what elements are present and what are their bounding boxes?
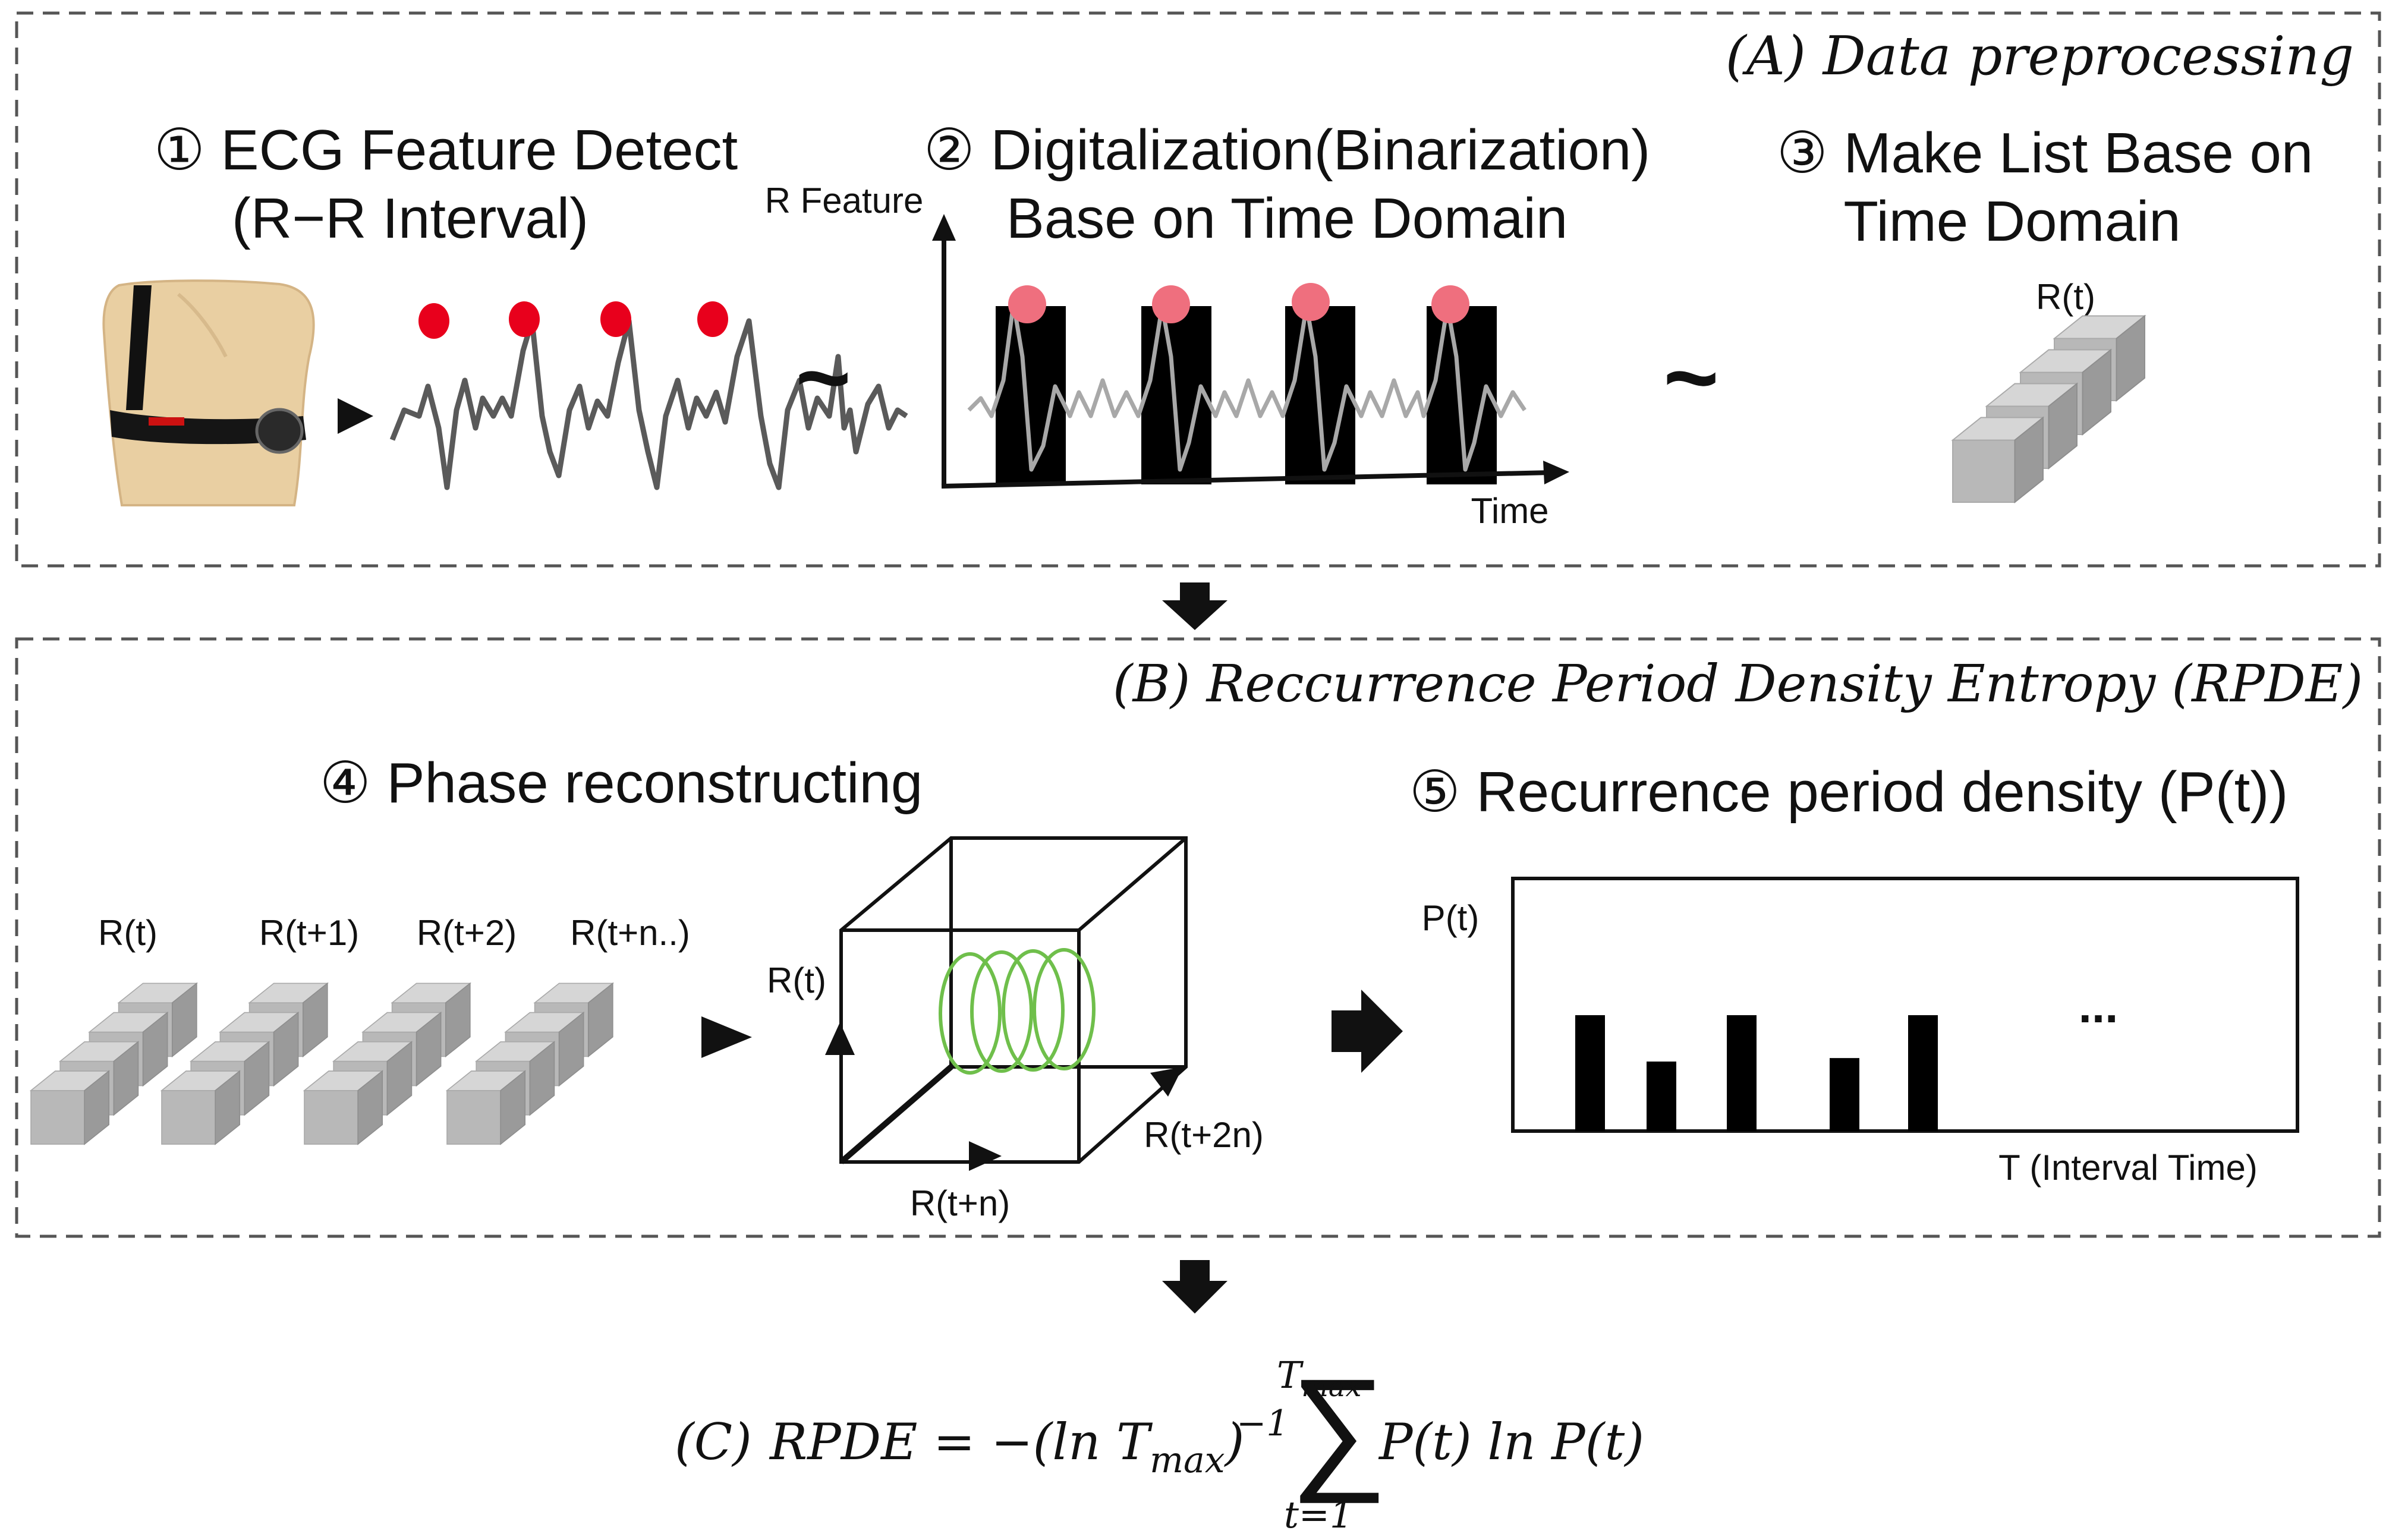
formula-rhs: P(t) ln P(t) (1378, 1413, 1644, 1471)
panel-a-border (15, 11, 2381, 568)
density-bar-5 (1908, 1015, 1938, 1131)
r-peak-markers (418, 301, 728, 339)
binarized-x-arrowhead (1543, 461, 1569, 484)
r-peak-1 (418, 303, 449, 339)
step2-x-axis-label: Time (1471, 491, 1548, 531)
formula-sum-symbol: ∑ (1290, 1350, 1387, 1503)
axis-label-up: R(t) (767, 960, 826, 1000)
step3-title-line2: Time Domain (1843, 190, 2180, 253)
tilde-1: ~ (795, 324, 851, 430)
formula-sum-bottom: t=1 (1284, 1493, 1353, 1536)
density-bar-2 (1647, 1062, 1676, 1131)
stack-label-3: R(t+n..) (570, 913, 690, 953)
axis-arrow-right (969, 1141, 1002, 1171)
axis-label-depth: R(t+2n) (1144, 1115, 1264, 1155)
binarized-peak-4 (1431, 285, 1469, 323)
r-peak-3 (600, 301, 631, 337)
binarized-peak-3 (1292, 283, 1330, 321)
step3-title-line1: ③ Make List Base on (1777, 121, 2313, 185)
panel-a-title: (A) Data preprocessing (1726, 25, 2354, 87)
arrow-b-to-c (1162, 1260, 1227, 1314)
phase-space-cube (839, 836, 1188, 1164)
binarized-y-arrowhead (932, 214, 956, 241)
density-plot-frame (1511, 877, 2299, 1133)
arrow-to-density (1332, 990, 1403, 1073)
stack-label-0: R(t) (98, 913, 158, 953)
stack-label-2: R(t+2) (417, 913, 517, 953)
formula-label: (C) (675, 1413, 752, 1471)
cube-stack-rt2 (304, 983, 470, 1144)
step2-title-line1: ② Digitalization(Binarization) (924, 118, 1651, 182)
panel-b-title: (B) Reccurrence Period Density Entropy (… (1113, 654, 2363, 714)
r-peak-2 (509, 301, 540, 337)
density-bar-3 (1727, 1015, 1757, 1131)
formula-exponent: −1 (1236, 1403, 1289, 1444)
density-ellipsis: ... (2079, 980, 2119, 1032)
step2-title-line2: Base on Time Domain (1006, 187, 1568, 250)
axis-arrow-depth (1150, 1067, 1183, 1097)
rpde-formula: (C) RPDE = −(ln Tmax) −1 ∑ Tmax t=1 P(t)… (675, 1350, 1644, 1536)
axis-label-right: R(t+n) (910, 1183, 1010, 1223)
density-bar-1 (1575, 1015, 1605, 1131)
arrow-to-ecg (338, 398, 373, 434)
density-bar-4 (1830, 1058, 1859, 1131)
tilde-2: ~ (1663, 324, 1718, 430)
cube-list-step3 (1953, 316, 2145, 503)
density-bars (1575, 1015, 1938, 1131)
density-y-label: P(t) (1422, 898, 1480, 938)
formula-sum-top: Tmax (1277, 1353, 1362, 1403)
binarized-peak-1 (1008, 285, 1046, 323)
step5-heading: ⑤ Recurrence period density (P(t)) (1409, 760, 2289, 824)
step4-heading: ④ Phase reconstructing (320, 751, 923, 815)
binarized-peak-2 (1152, 285, 1190, 323)
panel-b-border (15, 637, 2381, 1238)
step1-title-line1: ① ECG Feature Detect (154, 118, 738, 182)
binarized-pulse-chart (932, 214, 1569, 489)
attractor-loops (939, 948, 1096, 1075)
step3-r-label: R(t) (2036, 277, 2095, 317)
ecg-waveform (389, 318, 908, 490)
binarized-ecg-overlay (967, 301, 1526, 472)
r-peak-4 (697, 301, 728, 337)
binarized-x-axis (941, 470, 1552, 489)
chest-strap-image (102, 279, 315, 506)
formula-lhs: RPDE = −(ln Tmax) (769, 1413, 1244, 1481)
step1-title-line2: (R−R Interval) (232, 187, 588, 250)
cube-stack-rtn (447, 983, 613, 1144)
step2-y-axis-label: R Feature (765, 181, 924, 221)
arrow-to-phase-space (701, 1016, 752, 1058)
density-x-label: T (Interval Time) (1998, 1148, 2258, 1188)
arrow-a-to-b (1162, 582, 1227, 630)
axis-arrow-up (825, 1022, 855, 1055)
stack-label-1: R(t+1) (259, 913, 359, 953)
